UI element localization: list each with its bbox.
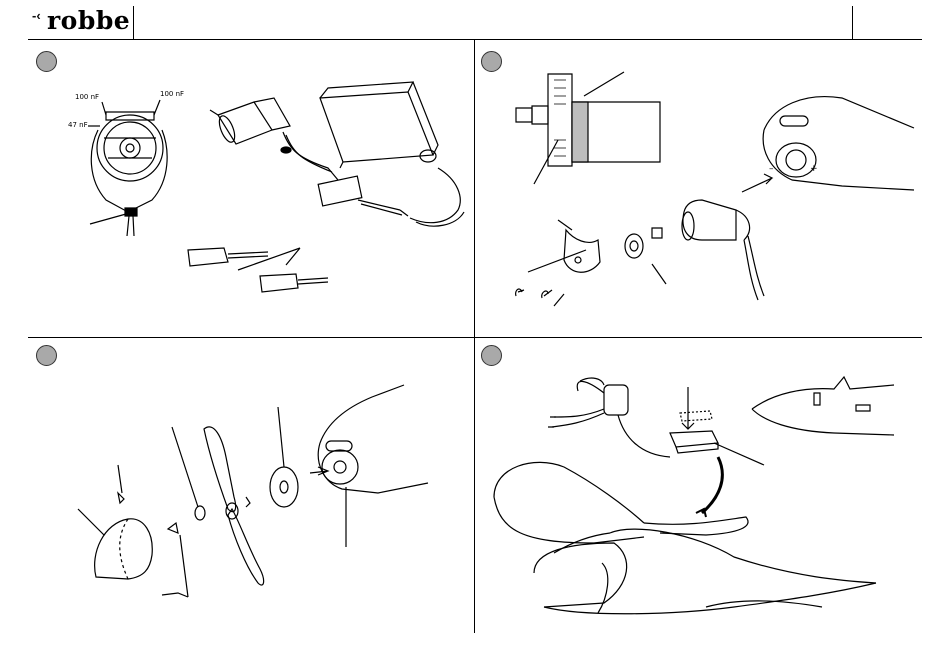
panel-propeller-assembly: [28, 337, 474, 633]
motor-wiring-illustration: [28, 40, 474, 337]
header-divider-right: [852, 6, 853, 40]
header-divider-left: [133, 6, 134, 40]
receiver-illustration: [474, 337, 922, 633]
page-header: -‹ robbe: [0, 0, 950, 40]
propeller-illustration: [28, 337, 474, 633]
panel-receiver-placement: [474, 337, 922, 633]
brand-mark: -‹: [32, 8, 41, 23]
gearbox-illustration: [474, 40, 922, 337]
brand-logo: robbe: [47, 6, 130, 35]
panel-motor-wiring: 100 nF 100 nF 47 nF: [28, 40, 474, 337]
panel-gearbox-assembly: – +: [474, 40, 922, 337]
